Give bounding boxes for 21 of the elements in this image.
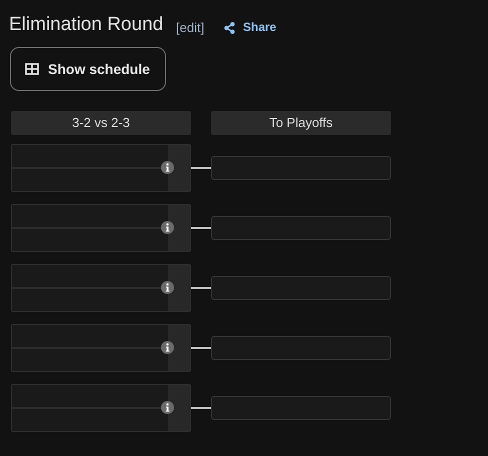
connector-line — [191, 167, 211, 169]
column-header: 3-2 vs 2-3 — [11, 111, 191, 135]
share-link: Share — [224, 20, 276, 35]
result-slot-box — [211, 336, 391, 360]
connector-line — [191, 347, 211, 349]
result-slot-box — [211, 156, 391, 180]
show-schedule-button: Show schedule — [10, 47, 166, 91]
result-slot-box — [211, 276, 391, 300]
connector-line — [191, 407, 211, 409]
match-box — [11, 144, 191, 192]
connector-line — [191, 287, 211, 289]
match-box — [11, 264, 191, 312]
match-box — [11, 324, 191, 372]
match-box — [11, 384, 191, 432]
match-box — [11, 204, 191, 252]
edit-link: [edit] — [176, 20, 204, 35]
page-title: Elimination Round — [9, 14, 164, 36]
result-slot-box — [211, 396, 391, 420]
connector-line — [191, 227, 211, 229]
column-header: To Playoffs — [211, 111, 391, 135]
result-slot-box — [211, 216, 391, 240]
